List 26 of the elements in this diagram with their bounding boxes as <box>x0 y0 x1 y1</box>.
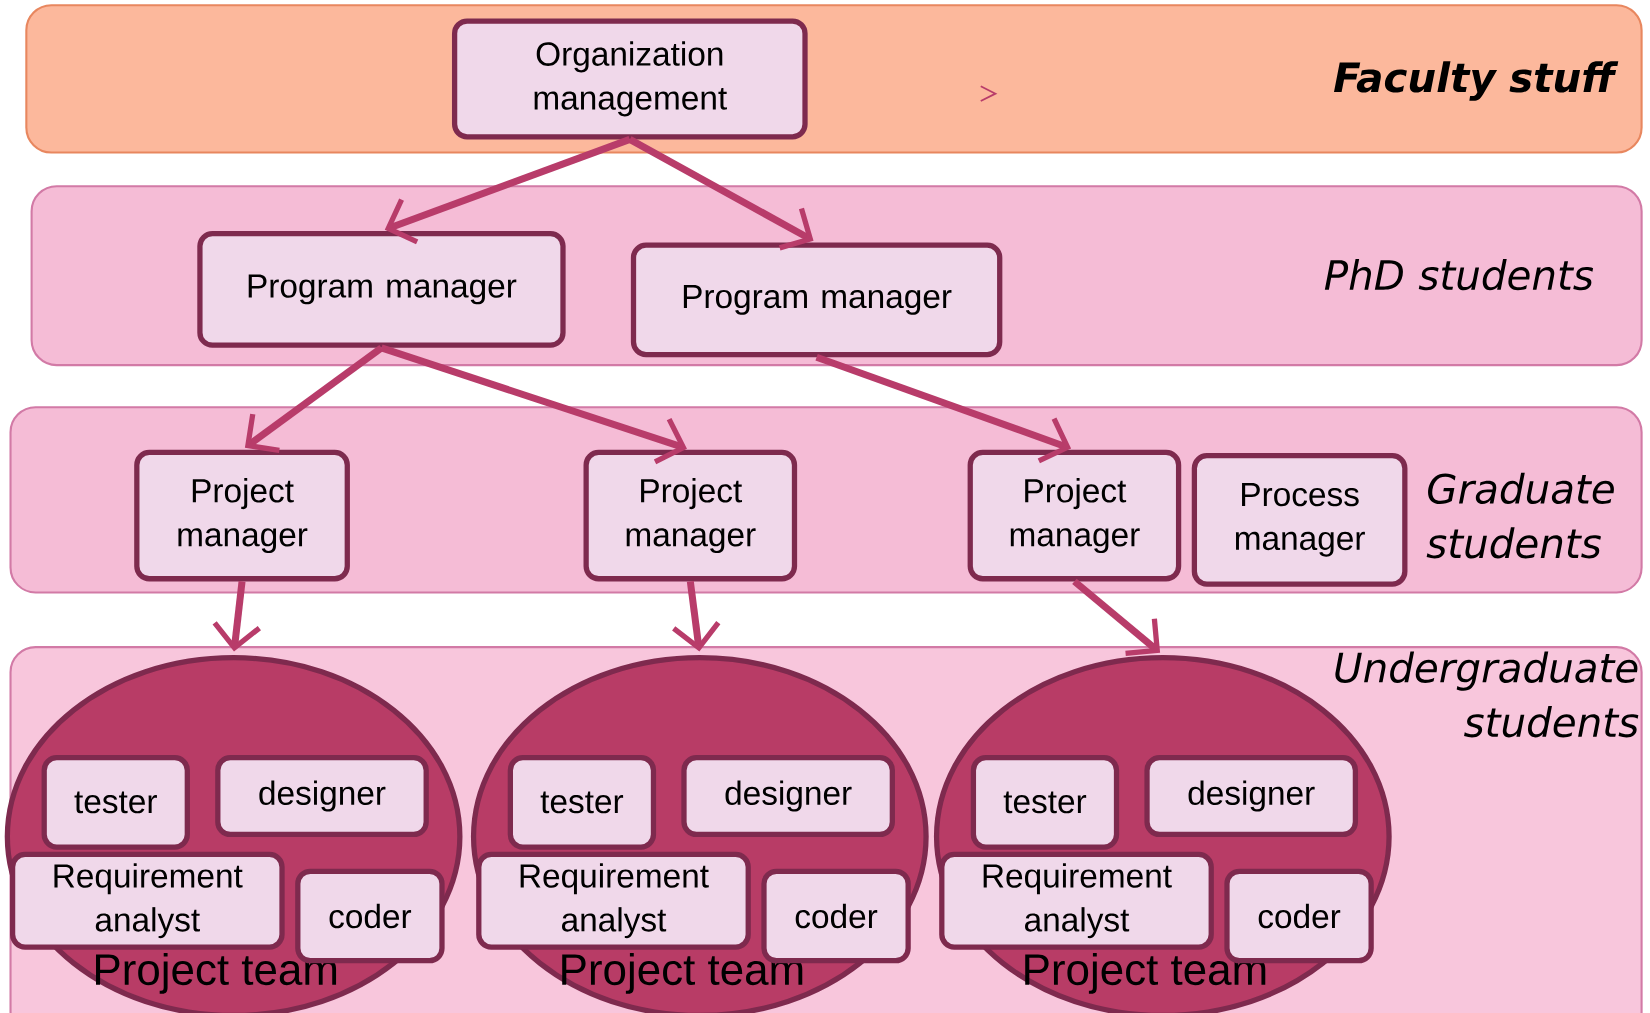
arrow <box>628 136 814 251</box>
band-label: Graduate students <box>1426 472 1614 559</box>
role-box: Project manager <box>967 449 1182 582</box>
role-box: Requirement analyst <box>9 851 285 950</box>
arrow <box>1072 578 1161 656</box>
arrow <box>384 136 632 245</box>
role-box: Program manager <box>197 231 566 348</box>
arrow <box>815 353 1072 464</box>
role-box: designer <box>681 755 895 838</box>
arrow <box>380 344 687 465</box>
band-label: Undergraduate students <box>1335 651 1639 738</box>
arrow <box>244 344 384 453</box>
role-box: Program manager <box>630 242 1003 358</box>
role-box: designer <box>215 755 429 838</box>
role-box: tester <box>970 755 1120 850</box>
role-box: Organization management <box>451 18 808 140</box>
role-box: tester <box>41 755 190 850</box>
role-box: tester <box>507 755 657 850</box>
role-box: Project manager <box>583 449 798 582</box>
role-box: Project manager <box>134 449 350 582</box>
role-box: Requirement analyst <box>476 851 751 950</box>
role-box: Process manager <box>1191 453 1408 587</box>
role-box: Requirement analyst <box>939 851 1214 950</box>
band-label: PhD students <box>1324 259 1594 291</box>
role-box: designer <box>1144 755 1359 838</box>
band-label: Faculty stuff <box>1334 61 1619 101</box>
